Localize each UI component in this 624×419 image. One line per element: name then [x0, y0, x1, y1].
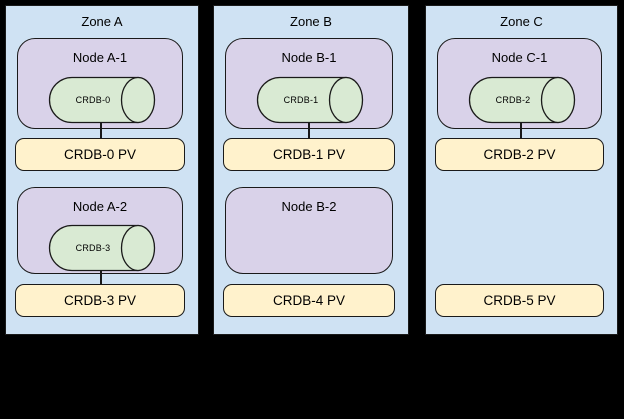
node-b2-title: Node B-2 — [281, 199, 337, 214]
zone-c-title: Zone C — [500, 14, 543, 29]
zone-a-title: Zone A — [81, 14, 123, 29]
crdb-5-pv-label: CRDB-5 PV — [483, 293, 556, 308]
crdb-3-cylinder: CRDB-3 — [48, 224, 156, 272]
node-a2-title: Node A-2 — [72, 199, 128, 214]
connector-line — [308, 123, 310, 138]
crdb-4-pv-label: CRDB-4 PV — [272, 293, 345, 308]
crdb-3-pv-box: CRDB-3 PV — [15, 284, 185, 317]
crdb-1-cylinder: CRDB-1 — [256, 76, 364, 124]
node-a1-title: Node A-1 — [72, 50, 128, 65]
zone-a: Zone A Node A-1 CRDB-0 CRDB-0 PV Node A-… — [5, 5, 199, 335]
database-cylinder-icon — [256, 76, 364, 124]
connector-line — [520, 123, 522, 138]
crdb-0-pv-label: CRDB-0 PV — [63, 147, 136, 162]
crdb-2-pv-label: CRDB-2 PV — [483, 147, 556, 162]
crdb-1-cylinder-label: CRDB-1 — [283, 95, 319, 105]
database-cylinder-icon — [468, 76, 576, 124]
crdb-1-pv-box: CRDB-1 PV — [223, 138, 395, 171]
connector-line — [100, 123, 102, 138]
database-cylinder-icon — [48, 224, 156, 272]
crdb-5-pv-box: CRDB-5 PV — [435, 284, 604, 317]
zone-b-title: Zone B — [290, 14, 332, 29]
crdb-3-cylinder-label: CRDB-3 — [75, 243, 111, 253]
crdb-1-pv-label: CRDB-1 PV — [272, 147, 345, 162]
database-cylinder-icon — [48, 76, 156, 124]
crdb-3-pv-label: CRDB-3 PV — [63, 293, 136, 308]
node-b1-title: Node B-1 — [281, 50, 337, 65]
crdb-2-pv-box: CRDB-2 PV — [435, 138, 604, 171]
node-c1-title: Node C-1 — [491, 50, 548, 65]
crdb-0-cylinder: CRDB-0 — [48, 76, 156, 124]
crdb-0-cylinder-label: CRDB-0 — [75, 95, 111, 105]
node-b2-box: Node B-2 — [225, 187, 393, 274]
crdb-2-cylinder-label: CRDB-2 — [495, 95, 531, 105]
crdb-2-cylinder: CRDB-2 — [468, 76, 576, 124]
zone-b: Zone B Node B-1 CRDB-1 CRDB-1 PV Node B-… — [213, 5, 409, 335]
connector-line — [100, 271, 102, 284]
zone-c: Zone C Node C-1 CRDB-2 CRDB-2 PV CRDB-5 … — [425, 5, 618, 335]
crdb-0-pv-box: CRDB-0 PV — [15, 138, 185, 171]
crdb-4-pv-box: CRDB-4 PV — [223, 284, 395, 317]
